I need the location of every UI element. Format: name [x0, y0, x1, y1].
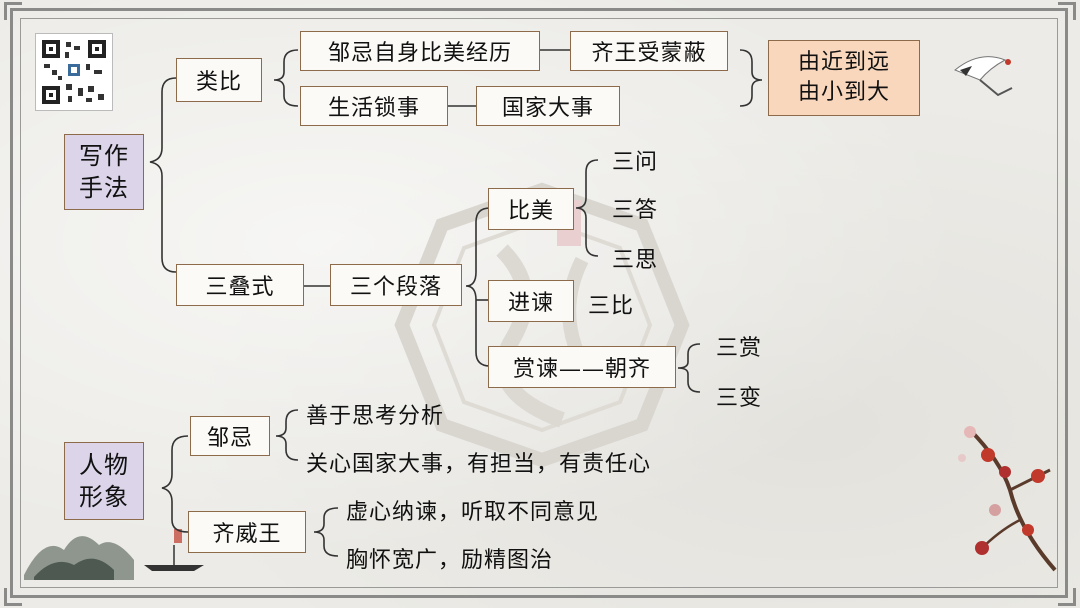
analogy-row1-right: 齐王受蒙蔽 [570, 31, 728, 71]
zouji-label: 邹忌 [206, 426, 253, 451]
analogy-row2-left-label: 生活锁事 [327, 96, 420, 121]
analogy-row1-left: 邹忌自身比美经历 [300, 31, 540, 71]
reward-item: 三赏 [716, 336, 763, 361]
beauty-node: 比美 [488, 188, 574, 230]
reward-item: 三变 [716, 386, 763, 411]
corner-ornament [1058, 588, 1076, 606]
advise-node: 进谏 [488, 280, 574, 322]
outer-frame [10, 8, 1068, 598]
landscape-icon [24, 529, 204, 580]
analogy-row2-left: 生活锁事 [300, 86, 448, 126]
qiweiwang-trait: 虚心纳谏，听取不同意见 [346, 500, 600, 525]
paragraphs-node: 三个段落 [330, 264, 462, 306]
crane-icon [954, 56, 1013, 97]
three-fold-label: 三叠式 [205, 275, 275, 300]
category-writing-methods-label: 写作 手法 [79, 142, 129, 202]
qiweiwang-node: 齐威王 [188, 511, 306, 553]
analogy-row1-right-label: 齐王受蒙蔽 [591, 41, 707, 66]
zouji-node: 邹忌 [190, 416, 270, 456]
beauty-item: 三答 [612, 198, 659, 223]
corner-ornament [4, 2, 22, 20]
analogy-row1-left-label: 邹忌自身比美经历 [327, 41, 512, 66]
beauty-item: 三问 [612, 150, 659, 175]
qr-code-icon [36, 34, 112, 110]
category-characters-label: 人物 形象 [79, 451, 129, 511]
paragraphs-label: 三个段落 [349, 275, 442, 300]
advise-label: 进谏 [507, 291, 554, 316]
reward-label: 赏谏——朝齐 [512, 357, 651, 382]
zouji-trait: 关心国家大事，有担当，有责任心 [306, 452, 652, 477]
analogy-row2-right-label: 国家大事 [501, 96, 594, 121]
category-characters: 人物 形象 [64, 442, 144, 520]
beauty-label: 比美 [507, 199, 554, 224]
reward-node: 赏谏——朝齐 [488, 346, 676, 388]
zouji-trait: 善于思考分析 [306, 404, 445, 429]
advise-item: 三比 [588, 294, 635, 319]
qiweiwang-label: 齐威王 [212, 522, 282, 547]
plum-blossom-icon [958, 426, 1057, 572]
category-writing-methods: 写作 手法 [64, 134, 144, 210]
beauty-item: 三思 [612, 248, 659, 273]
analogy-result-label: 由近到远 由小到大 [797, 50, 890, 105]
three-fold-node: 三叠式 [176, 264, 304, 306]
analogy-row2-right: 国家大事 [476, 86, 620, 126]
qiweiwang-trait: 胸怀宽广，励精图治 [346, 548, 554, 573]
analogy-label: 类比 [195, 70, 242, 95]
inner-frame [20, 18, 1058, 588]
analogy-node: 类比 [176, 58, 262, 102]
corner-ornament [4, 588, 22, 606]
analogy-result: 由近到远 由小到大 [768, 40, 920, 116]
corner-ornament [1058, 2, 1076, 20]
